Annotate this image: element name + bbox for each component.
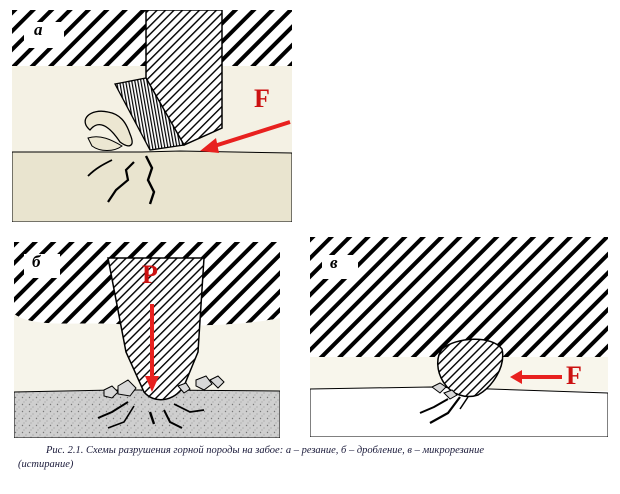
indenter-body	[107, 257, 205, 401]
panel-letter: б	[32, 252, 41, 271]
caption-line-1: Рис. 2.1. Схемы разрушения горной породы…	[46, 445, 485, 456]
upper-hatched-mass	[310, 237, 608, 357]
crack	[107, 161, 135, 203]
panel-letter: в	[330, 253, 338, 272]
rock-mass	[310, 386, 608, 437]
force-label: F	[566, 361, 582, 390]
crack	[419, 398, 449, 414]
caption-line-2: (истирание)	[18, 459, 74, 470]
panel-b-crushing: б P	[14, 242, 280, 438]
rock-mass	[14, 389, 280, 438]
panel-letter: а	[34, 20, 43, 39]
panel-a-cutting: а F	[12, 10, 292, 222]
force-label: F	[254, 84, 270, 113]
force-arrow	[207, 120, 291, 150]
cutter-insert	[114, 77, 186, 151]
force-label: P	[142, 260, 158, 289]
crack	[97, 401, 129, 419]
rock-chip	[84, 110, 133, 147]
panel-c-microcutting: в F	[310, 237, 608, 437]
abrasive-particle	[437, 338, 504, 398]
